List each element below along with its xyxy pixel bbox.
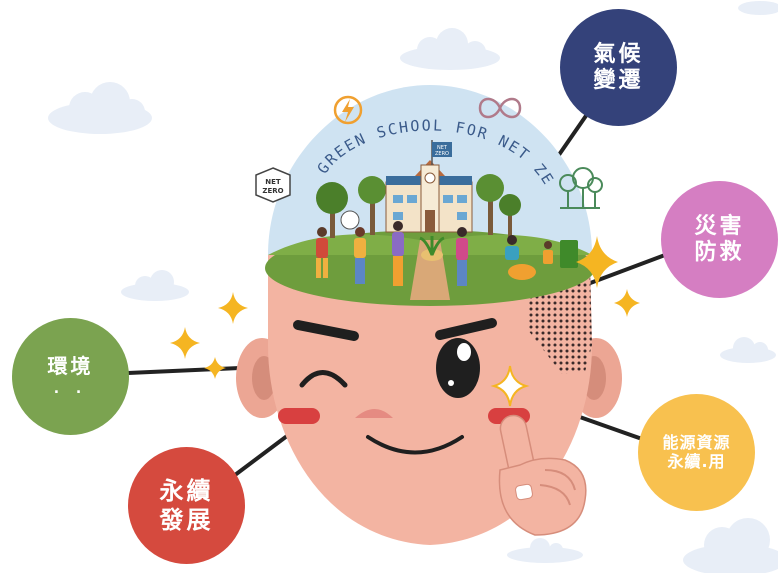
cloud-icon	[121, 270, 189, 301]
cloud-icon	[400, 28, 500, 70]
lightning-icon	[333, 95, 363, 125]
left-cheek	[278, 408, 320, 424]
bubble-energy-line2: 永續.用	[667, 451, 726, 471]
net-zero-badge-icon: NET ZERO	[255, 167, 291, 203]
bubble-climate-line2: 變遷	[593, 67, 644, 93]
cloud-icon	[720, 337, 776, 363]
halftone-pattern	[528, 270, 592, 374]
cloud-icon	[507, 538, 583, 563]
trees-right	[476, 174, 521, 240]
bubble-env-line1: 環境	[47, 354, 94, 379]
bubble-climate-line1: 氣候	[593, 41, 644, 67]
svg-text:ZERO: ZERO	[435, 151, 449, 157]
bubble-disaster-line2: 防救	[694, 239, 745, 265]
bubble-disaster-line1: 災害	[694, 213, 745, 239]
smile	[366, 435, 464, 455]
sparkle-icon	[170, 236, 640, 379]
svg-text:NET: NET	[437, 145, 448, 151]
bubble-sustain-line2: 發展	[159, 505, 214, 534]
right-eyebrow	[435, 318, 497, 340]
bubble-energy-line1: 能源資源	[662, 432, 731, 452]
left-eyebrow	[293, 320, 359, 341]
nose	[355, 409, 393, 418]
bubble-climate-change: 氣候 變遷	[560, 9, 677, 126]
pointing-hand	[498, 414, 587, 536]
winking-eye	[299, 370, 348, 388]
plant-icon	[419, 236, 445, 261]
bubble-sustain-line1: 永續	[159, 477, 214, 506]
cloud-icon	[738, 1, 778, 15]
cloud-icon	[48, 82, 152, 134]
recycle-bin-icon	[560, 240, 578, 268]
bubble-disaster-prevention: 災害 防救	[661, 181, 778, 298]
cloud-icon	[683, 518, 778, 576]
svg-text:NET: NET	[265, 178, 281, 186]
bubble-environment: 環境 . .	[12, 318, 129, 435]
trees-icon	[559, 167, 603, 209]
bubble-env-line2: . .	[53, 381, 88, 398]
svg-text:ZERO: ZERO	[262, 187, 283, 195]
open-eye	[436, 338, 480, 398]
people-group	[316, 210, 553, 286]
sparkle-icon	[490, 365, 530, 407]
infinity-icon	[478, 97, 522, 119]
trees-left	[316, 176, 386, 238]
bubble-energy-resources: 能源資源 永續.用	[638, 394, 755, 511]
bubble-sustainable-development: 永續 發展	[128, 447, 245, 564]
